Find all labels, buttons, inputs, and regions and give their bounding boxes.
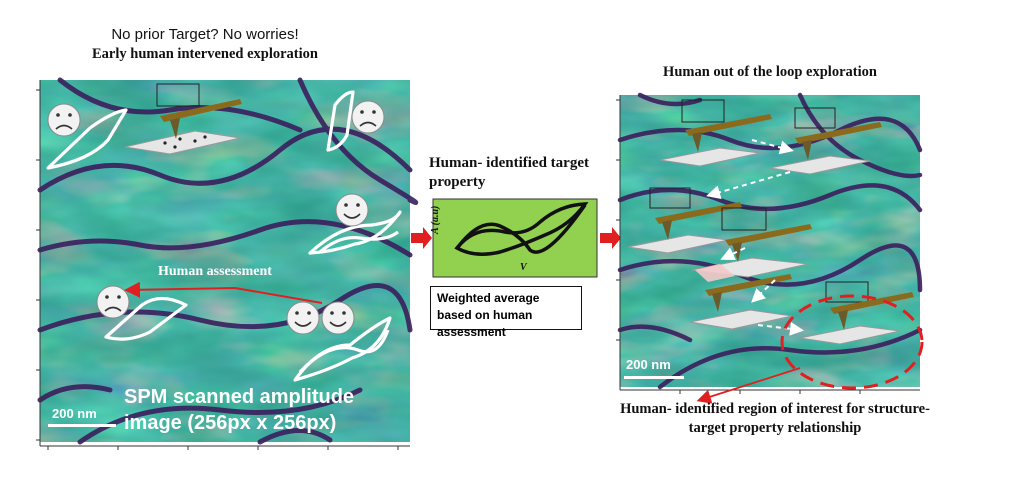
spm-caption-line2: image (256px x 256px) (124, 412, 337, 434)
sad-face-icon (47, 103, 81, 137)
spm-caption-line1: SPM scanned amplitude (124, 386, 355, 408)
target-property-plot (432, 198, 598, 278)
roi-ellipse (780, 294, 924, 390)
human-assessment-label: Human assessment (158, 264, 272, 279)
happy-face-icon (286, 301, 320, 335)
flow-arrow-icon (411, 227, 432, 249)
assessment-arrow (124, 281, 323, 304)
happy-face-icon (335, 193, 369, 227)
right-scale-label: 200 nm (626, 357, 671, 372)
weighted-average-box: Weighted average based on human assessme… (430, 286, 582, 339)
target-property-title: Human- identified target property (429, 155, 589, 190)
plot-xlabel: V (520, 262, 527, 273)
right-panel-title: Human out of the loop exploration (663, 64, 877, 80)
happy-face-icon (321, 301, 355, 335)
sad-face-icon (351, 100, 385, 134)
left-panel-title: Early human intervened exploration (92, 46, 318, 62)
left-scale-label: 200 nm (52, 406, 97, 421)
roi-arrow (696, 367, 801, 404)
right-scale-bar (624, 376, 684, 379)
sad-face-icon (96, 285, 130, 319)
left-subtitle: No prior Target? No worries! (111, 26, 299, 43)
right-probe-sequence (627, 99, 914, 345)
plot-ylabel: A (a.u) (430, 205, 441, 234)
flow-arrow-icon (600, 227, 621, 249)
left-loops (46, 90, 402, 382)
left-scale-bar (48, 424, 116, 427)
spm-image-caption: SPM scanned amplitude image (256px x 256… (124, 384, 354, 436)
left-probe-illustration (124, 83, 242, 155)
roi-caption: Human- identified region of interest for… (620, 401, 930, 436)
